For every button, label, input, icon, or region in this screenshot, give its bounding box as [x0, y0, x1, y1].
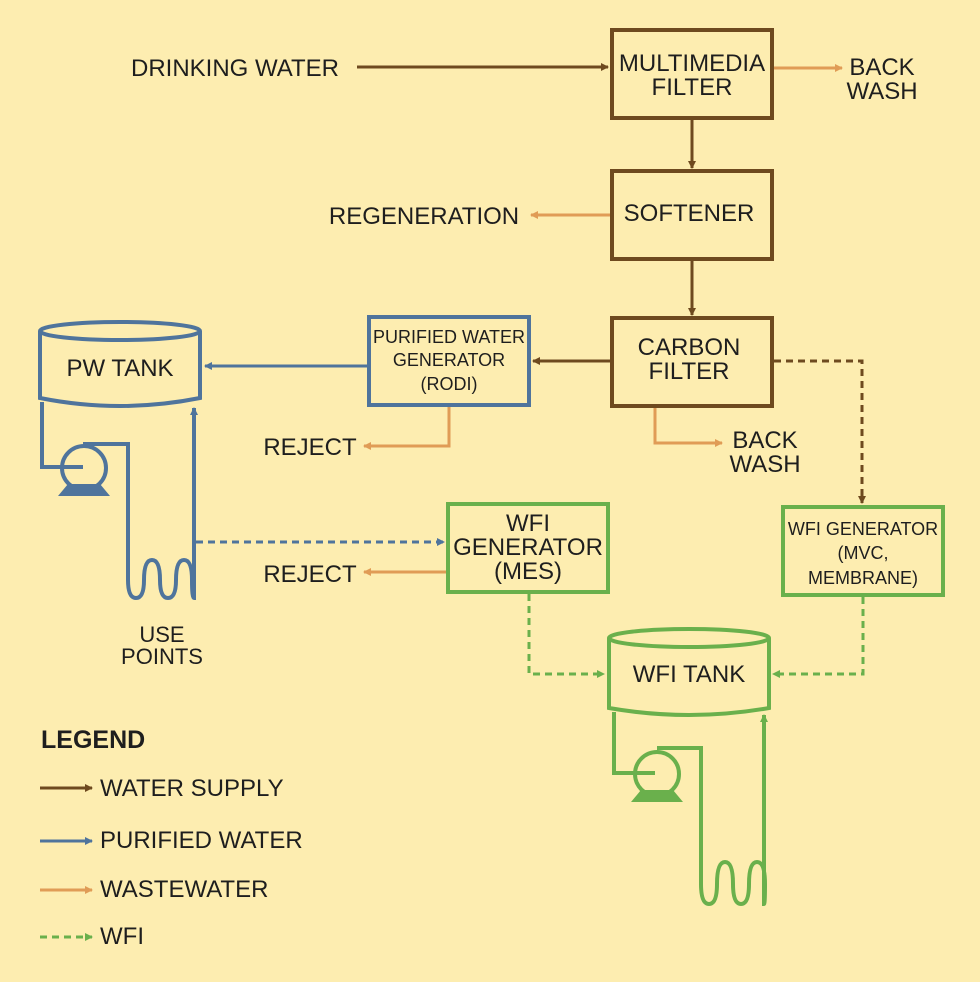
use-points-line-1: USE [139, 622, 185, 647]
wfi-pump-base-icon [631, 790, 683, 802]
mes-to-wfitank-arrow [527, 594, 605, 678]
backwash-1-line-2: WASH [846, 78, 918, 105]
backwash-2-line-2: WASH [729, 451, 801, 478]
carbon-filter-line-1: CARBON [637, 334, 741, 361]
wfi-generator-mvc-label: WFI GENERATOR (MVC, MEMBRANE) [788, 517, 938, 590]
carbon-filter-box [610, 316, 774, 408]
pw-loop-piping [40, 402, 196, 601]
mvc-to-wfitank-arrow [772, 597, 865, 678]
legend-label-wfi: WFI [100, 923, 144, 950]
legend-label-wastewater: WASTEWATER [100, 876, 269, 903]
legend-label-water-supply: WATER SUPPLY [100, 775, 284, 802]
regeneration-label: REGENERATION [328, 203, 520, 230]
wfi-generator-mvc-box [781, 505, 945, 597]
legend-label-purified-water: PURIFIED WATER [100, 827, 303, 854]
wfi-mvc-line-3: MEMBRANE) [807, 567, 918, 588]
wfi-generator-mes-label: WFI GENERATOR (MES) [453, 512, 603, 584]
backwash-2-line-1: BACK [732, 427, 798, 454]
wfi-mes-line-1: WFI [506, 510, 550, 537]
pw-generator-line-2: GENERATOR [392, 350, 506, 371]
multimedia-filter-label: MULTIMEDIA FILTER [619, 52, 765, 100]
backwash-label-1: BACK WASH [846, 56, 917, 104]
wfi-tank-label: WFI TANK [632, 661, 746, 688]
wfi-mvc-line-1: WFI GENERATOR [787, 519, 939, 539]
pwgen-reject-arrow [363, 407, 451, 450]
multimedia-filter-box [610, 28, 774, 120]
softener-label: SOFTENER [623, 200, 755, 227]
multimedia-filter-line-2: FILTER [651, 74, 733, 101]
pw-tank-icon [38, 320, 202, 408]
carbon-filter-label: CARBON FILTER [638, 336, 741, 384]
pw-tank-label: PW TANK [66, 355, 174, 382]
wfi-tank-icon [607, 627, 771, 717]
multimedia-filter-line-1: MULTIMEDIA [618, 50, 766, 77]
reject-label-2: REJECT [263, 561, 357, 588]
legend-title: LEGEND [41, 726, 146, 754]
backwash-1-line-1: BACK [849, 54, 915, 81]
wfi-mvc-line-2: (MVC, [837, 543, 889, 564]
pw-pump-base-icon [58, 484, 110, 496]
softener-box [610, 169, 774, 261]
carbon-to-wfigen-dashed-arrow [774, 359, 866, 504]
carbon-filter-line-2: FILTER [648, 358, 730, 385]
wfi-generator-mes-box [446, 502, 610, 594]
wfi-mes-line-2: GENERATOR [453, 534, 603, 561]
pw-generator-box [367, 315, 531, 407]
pw-generator-line-3: (RODI) [420, 373, 478, 394]
use-points-line-2: POINTS [121, 644, 203, 669]
pw-generator-line-1: PURIFIED WATER [373, 327, 525, 347]
carbon-backwash-arrow [653, 408, 723, 447]
backwash-label-2: BACK WASH [729, 429, 800, 477]
wfi-loop-return [657, 718, 768, 907]
reject-label-1: REJECT [263, 434, 357, 461]
pw-generator-label: PURIFIED WATER GENERATOR (RODI) [373, 326, 525, 396]
wfi-loop-piping [612, 712, 655, 775]
drinking-water-label: DRINKING WATER [131, 55, 339, 82]
wfi-mes-line-3: (MES) [494, 558, 562, 585]
use-points-label: USE POINTS [121, 624, 203, 668]
